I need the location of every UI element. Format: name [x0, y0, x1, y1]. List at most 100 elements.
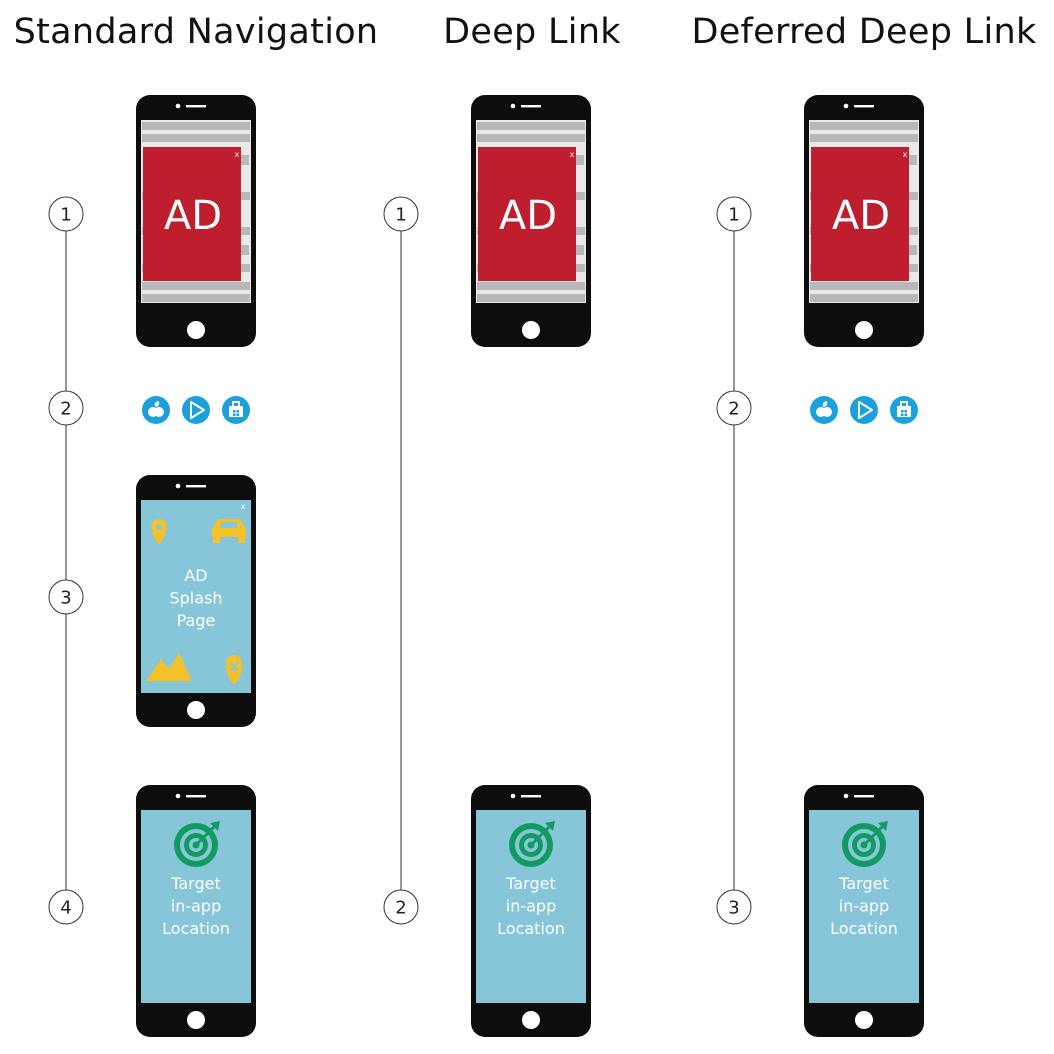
camera-dot	[175, 483, 181, 489]
car-icon	[212, 519, 246, 543]
step-1: 1 xAD	[716, 95, 924, 347]
step-circle	[383, 196, 419, 232]
step-number: 1	[728, 205, 739, 226]
ad-banner	[811, 147, 909, 281]
home-button	[187, 701, 205, 719]
target-label-line: Location	[162, 919, 230, 938]
home-button	[855, 1011, 873, 1029]
ad-close-icon: x	[570, 150, 575, 159]
step-number: 4	[60, 898, 71, 919]
target-icon	[842, 821, 888, 867]
content-placeholder-bar	[477, 282, 585, 290]
target-label-line: Location	[830, 919, 898, 938]
splash-label-line: Splash	[169, 589, 222, 608]
target-label-line: in-app	[839, 897, 889, 916]
target-icon	[509, 821, 555, 867]
speaker-slot	[521, 795, 541, 798]
mountain-icon	[146, 653, 192, 681]
home-button	[855, 321, 873, 339]
ad-label: AD	[164, 193, 222, 239]
content-placeholder-bar	[477, 122, 585, 130]
step-number: 3	[728, 898, 739, 919]
home-button	[187, 1011, 205, 1029]
column-title-deferred-deep-link: Deferred Deep Link	[691, 12, 1037, 52]
step-number: 1	[395, 205, 406, 226]
target-icon	[174, 821, 220, 867]
ad-close-icon: x	[903, 150, 908, 159]
windows-store-icon	[890, 396, 918, 424]
content-placeholder-bar	[810, 282, 918, 290]
step-circle	[48, 889, 84, 925]
map-pin-icon	[151, 519, 167, 545]
content-placeholder-bar	[142, 294, 250, 302]
content-placeholder-bar	[810, 134, 918, 142]
splash-label-line: Page	[177, 611, 216, 630]
step-2: 2	[48, 390, 250, 426]
step-circle	[716, 390, 752, 426]
speaker-slot	[186, 485, 206, 488]
camera-dot	[175, 103, 181, 109]
camera-dot	[843, 103, 849, 109]
camera-dot	[510, 103, 516, 109]
target-label-line: Target	[838, 874, 889, 893]
speaker-slot	[186, 795, 206, 798]
home-button	[522, 321, 540, 339]
home-button	[187, 321, 205, 339]
speaker-slot	[186, 105, 206, 108]
step-circle	[48, 579, 84, 615]
camera-dot	[175, 793, 181, 799]
windows-store-icon	[222, 396, 250, 424]
content-placeholder-bar	[477, 294, 585, 302]
step-circle	[716, 889, 752, 925]
ad-label: AD	[499, 193, 557, 239]
column-title-standard-navigation: Standard Navigation	[13, 12, 379, 52]
speaker-slot	[854, 105, 874, 108]
camera-dot	[843, 793, 849, 799]
target-label-line: Target	[505, 874, 556, 893]
step-1: 1 xAD	[383, 95, 591, 347]
target-label-line: Target	[170, 874, 221, 893]
camera-dot	[510, 793, 516, 799]
step-number: 2	[60, 399, 71, 420]
google-play-icon	[850, 396, 878, 424]
target-label-line: in-app	[171, 897, 221, 916]
ad-banner	[143, 147, 241, 281]
apple-store-icon	[142, 396, 170, 424]
step-1: 1 xAD	[48, 95, 256, 347]
content-placeholder-bar	[142, 122, 250, 130]
step-circle	[48, 196, 84, 232]
step-number: 3	[60, 588, 71, 609]
column-title-deep-link: Deep Link	[443, 12, 621, 52]
step-number: 2	[395, 898, 406, 919]
splash-close-icon: x	[241, 502, 246, 511]
step-circle	[716, 196, 752, 232]
location-x-icon	[225, 655, 243, 685]
google-play-icon	[182, 396, 210, 424]
ad-label: AD	[832, 193, 890, 239]
step-number: 1	[60, 205, 71, 226]
content-placeholder-bar	[142, 282, 250, 290]
target-label-line: in-app	[506, 897, 556, 916]
content-placeholder-bar	[477, 134, 585, 142]
speaker-slot	[854, 795, 874, 798]
step-circle	[383, 889, 419, 925]
step-number: 2	[728, 399, 739, 420]
step-2: 2	[716, 390, 918, 426]
content-placeholder-bar	[142, 134, 250, 142]
apple-store-icon	[810, 396, 838, 424]
home-button	[522, 1011, 540, 1029]
ad-close-icon: x	[235, 150, 240, 159]
splash-label-line: AD	[184, 566, 207, 585]
content-placeholder-bar	[810, 122, 918, 130]
content-placeholder-bar	[810, 294, 918, 302]
target-label-line: Location	[497, 919, 565, 938]
speaker-slot	[521, 105, 541, 108]
